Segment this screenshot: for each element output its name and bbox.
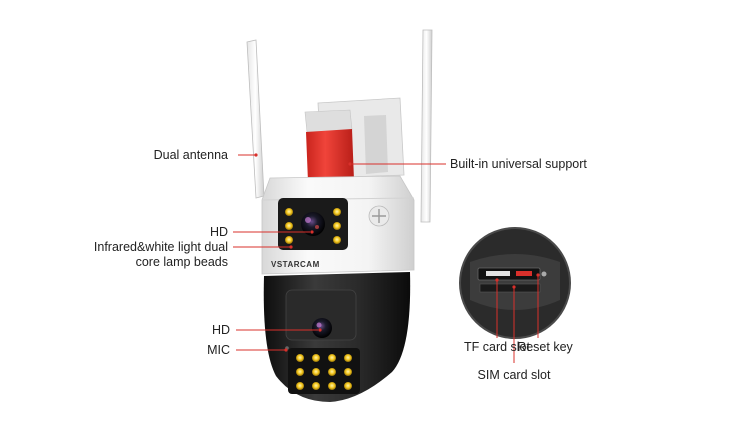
top-lamp-beads [285, 208, 341, 244]
label-lamp-beads-line1: Infrared&white light dual [93, 240, 228, 254]
label-dual-antenna: Dual antenna [153, 148, 228, 162]
brand-logo: VSTARCAM [271, 260, 320, 269]
bottom-lamp-beads [296, 354, 352, 390]
label-hd-bottom: HD [211, 323, 230, 337]
label-tf-slot: TF card slot [464, 340, 530, 354]
leader-lines [233, 153, 540, 363]
label-sim-slot: SIM card slot [477, 368, 551, 382]
left-antenna [246, 39, 265, 199]
bottom-dome [263, 272, 411, 402]
label-mic: MIC [207, 343, 230, 357]
label-reset-key: Reset key [517, 340, 573, 354]
label-lamp-beads-line2: core lamp beads [135, 255, 228, 269]
mount-bracket [304, 97, 405, 182]
right-antenna [420, 29, 433, 223]
label-builtin-support: Built-in universal support [450, 157, 587, 171]
label-hd-top: HD [209, 225, 228, 239]
slot-inset [459, 227, 571, 339]
